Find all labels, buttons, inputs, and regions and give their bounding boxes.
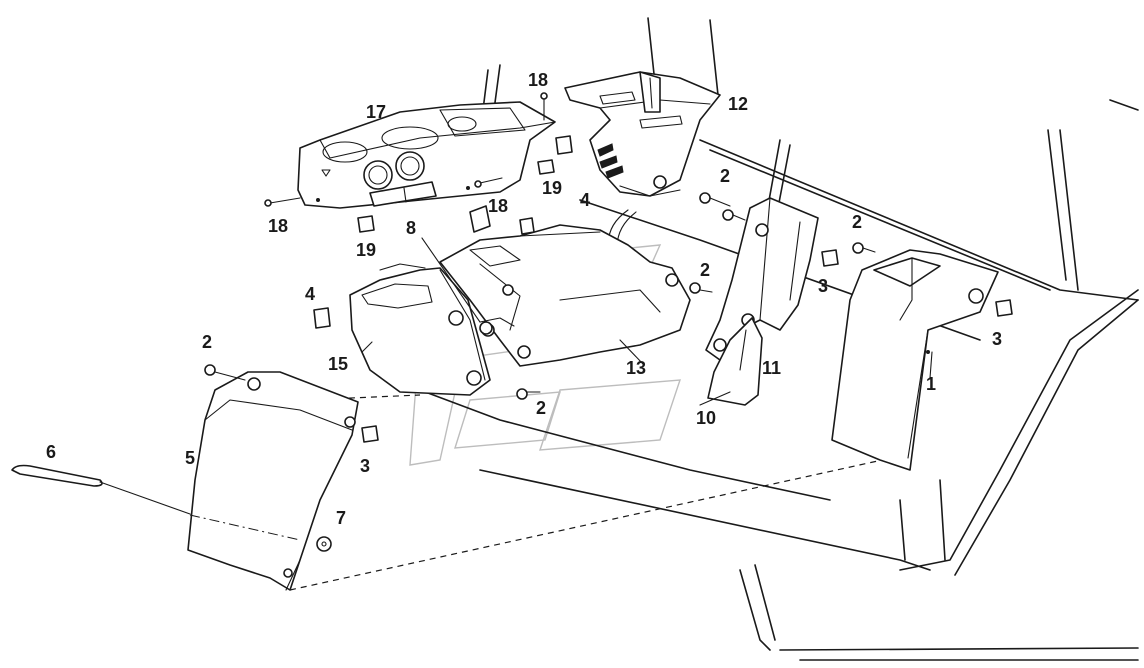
leader-lines (361, 329, 933, 406)
callout-2: 2 (852, 212, 862, 232)
callout-3: 3 (360, 456, 370, 476)
callout-11: 11 (762, 358, 781, 378)
callout-10: 10 (696, 408, 716, 428)
callout-3: 3 (818, 276, 828, 296)
callout-2: 2 (700, 260, 710, 280)
callout-2: 2 (202, 332, 212, 352)
callout-17: 17 (366, 102, 386, 122)
air-duct (831, 249, 999, 471)
callout-2: 2 (536, 398, 546, 418)
callout-7: 7 (336, 508, 346, 528)
callout-19: 19 (542, 178, 562, 198)
front-cover (187, 371, 359, 591)
fasteners (204, 92, 1013, 552)
reference-line (289, 454, 906, 591)
callout-18: 18 (488, 196, 508, 216)
callout-5: 5 (185, 448, 195, 468)
callout-15: 15 (328, 354, 348, 374)
callout-18: 18 (528, 70, 548, 90)
callout-12: 12 (728, 94, 748, 114)
callout-18: 18 (268, 216, 288, 236)
callout-6: 6 (46, 442, 56, 462)
callout-19: 19 (356, 240, 376, 260)
callout-4: 4 (580, 190, 590, 210)
callout-13: 13 (626, 358, 646, 378)
callout-1: 1 (926, 374, 936, 394)
rod (11, 464, 191, 515)
central-console (439, 224, 691, 367)
cab-frame (419, 17, 1139, 661)
callout-8: 8 (406, 218, 416, 238)
callout-labels: 1 2 2 2 2 2 3 3 3 4 4 5 6 7 8 10 11 12 1… (46, 70, 1002, 528)
callout-2: 2 (720, 166, 730, 186)
callout-4: 4 (305, 284, 315, 304)
instrument-panel (297, 101, 556, 209)
side-panel (705, 197, 819, 406)
upper-console (564, 71, 721, 263)
callout-3: 3 (992, 329, 1002, 349)
